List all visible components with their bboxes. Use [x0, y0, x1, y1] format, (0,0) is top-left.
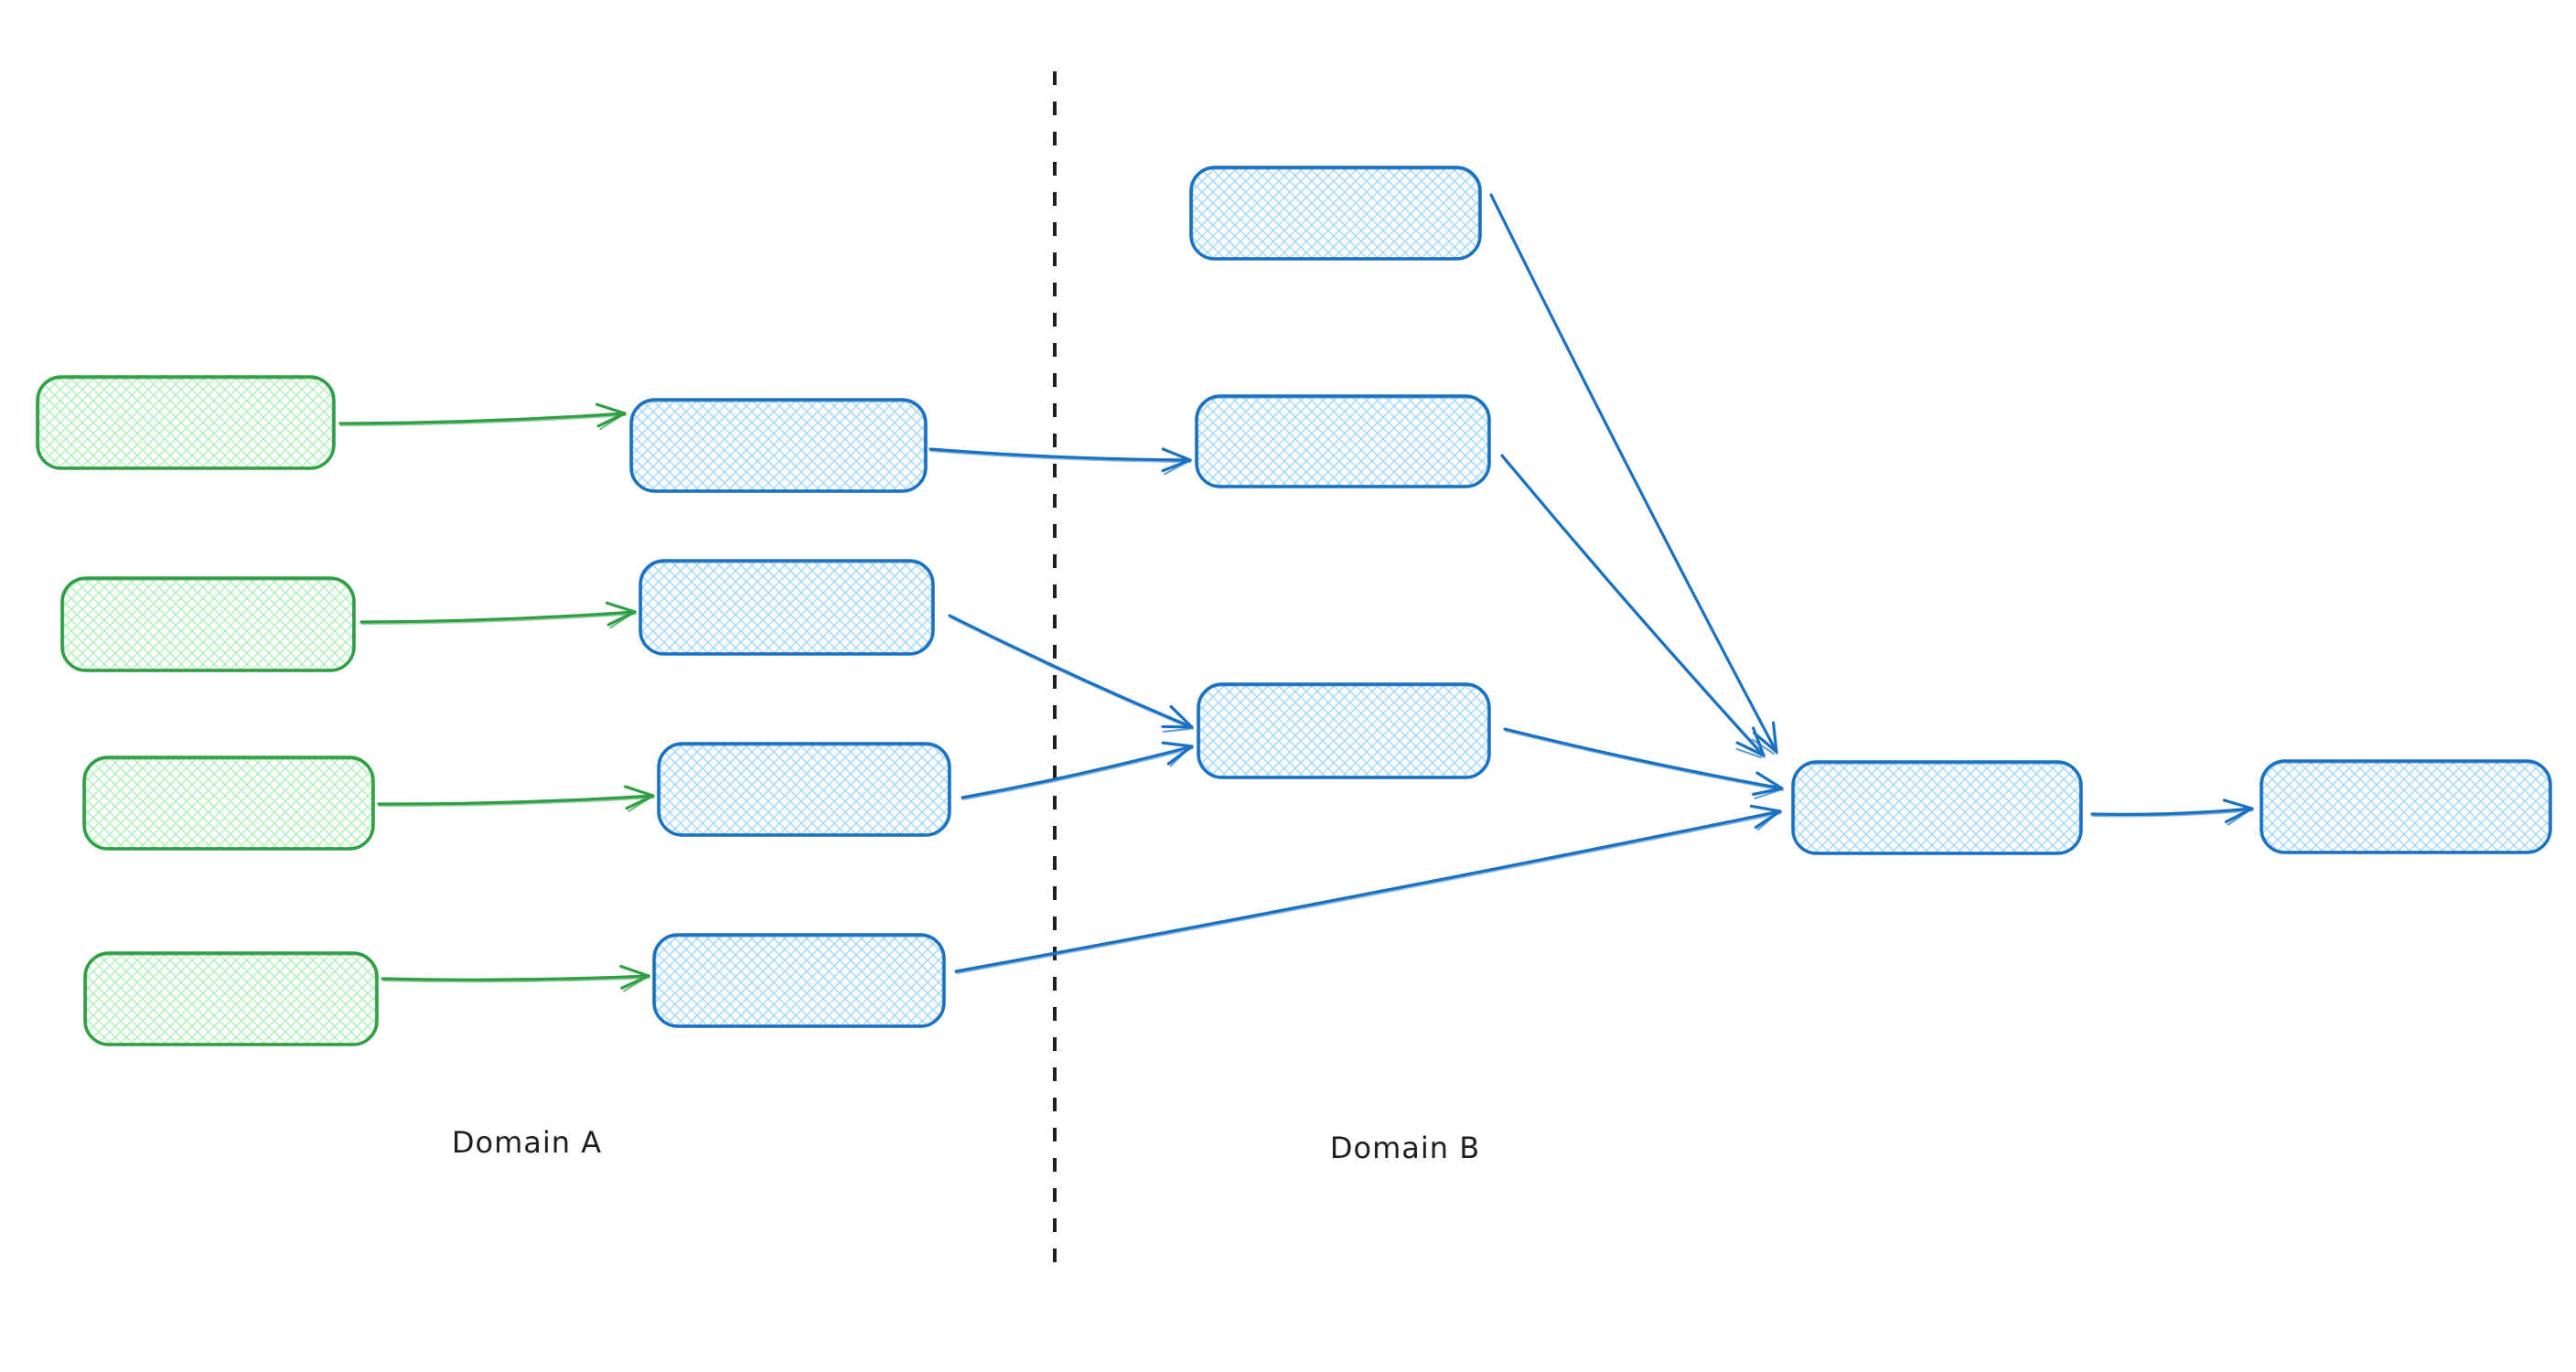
node-domain-a-stage-4 [652, 933, 946, 1028]
node-domain-a-source-3 [82, 756, 375, 851]
domain-a-stage-1-box [629, 398, 928, 493]
domain-b-mid-box-sketch [1198, 685, 1489, 777]
domain-a-label: Domain A [452, 1125, 602, 1160]
node-domain-b-hub [1791, 760, 2083, 855]
domain-a-stage-3-box [657, 742, 951, 837]
node-domain-a-stage-1 [629, 398, 928, 493]
domain-a-stage-4-box [652, 933, 946, 1028]
node-domain-a-stage-3 [657, 742, 951, 837]
domain-b-top-box [1189, 166, 1482, 261]
domain-b-row2-box-sketch [1197, 397, 1489, 487]
domain-b-top-box-sketch [1191, 168, 1480, 259]
domain-a-source-4-box [83, 951, 379, 1046]
domain-b-hub-box-sketch [1793, 763, 2081, 853]
domain-a-stage-1-box-sketch [631, 401, 926, 491]
node-domain-a-source-1 [36, 375, 336, 470]
domain-b-output-box-sketch [2261, 762, 2550, 852]
node-domain-b-row2 [1195, 394, 1491, 488]
domain-b-row2-box [1195, 394, 1491, 488]
domain-a-source-1-box-sketch [38, 378, 334, 468]
edge-src1-stage1 [338, 402, 627, 431]
node-domain-a-stage-2 [639, 559, 935, 656]
domain-a-stage-3-box-sketch [659, 745, 950, 835]
edge-src4-stage4 [381, 964, 650, 992]
domain-a-stage-2-box [639, 559, 935, 656]
edge-src3-stage3 [377, 785, 655, 812]
domain-b-output-box [2259, 759, 2552, 854]
domain-a-source-3-box-sketch [84, 758, 373, 849]
node-domain-b-mid [1197, 682, 1491, 779]
edge-stage4-hub [954, 804, 1782, 975]
edge-brow2-hub [1500, 454, 1766, 759]
node-domain-a-source-2 [60, 576, 356, 672]
domain-a-source-3-box [82, 756, 375, 851]
domain-a-source-2-box [60, 576, 356, 672]
edge-btop-hub [1489, 193, 1778, 756]
edge-hub-output [2090, 799, 2254, 826]
domain-a-source-2-box-sketch [62, 579, 354, 670]
node-domain-b-output [2259, 759, 2552, 854]
domain-a-stage-2-box-sketch [640, 562, 933, 654]
domain-b-mid-box [1197, 682, 1491, 779]
domain-b-hub-box [1791, 760, 2083, 855]
edge-stage2-bmid [948, 614, 1194, 733]
domain-b-label: Domain B [1330, 1131, 1480, 1165]
edge-stage1-brow2 [928, 447, 1192, 476]
domain-a-source-4-box-sketch [85, 954, 377, 1045]
edge-src2-stage2 [360, 601, 637, 629]
domain-a-source-1-box [36, 375, 336, 470]
node-domain-a-source-4 [83, 951, 379, 1046]
edge-stage3-bmid [961, 741, 1194, 801]
node-domain-b-top [1189, 166, 1482, 261]
domain-a-stage-4-box-sketch [654, 936, 944, 1026]
edge-bmid-hub [1503, 727, 1784, 799]
